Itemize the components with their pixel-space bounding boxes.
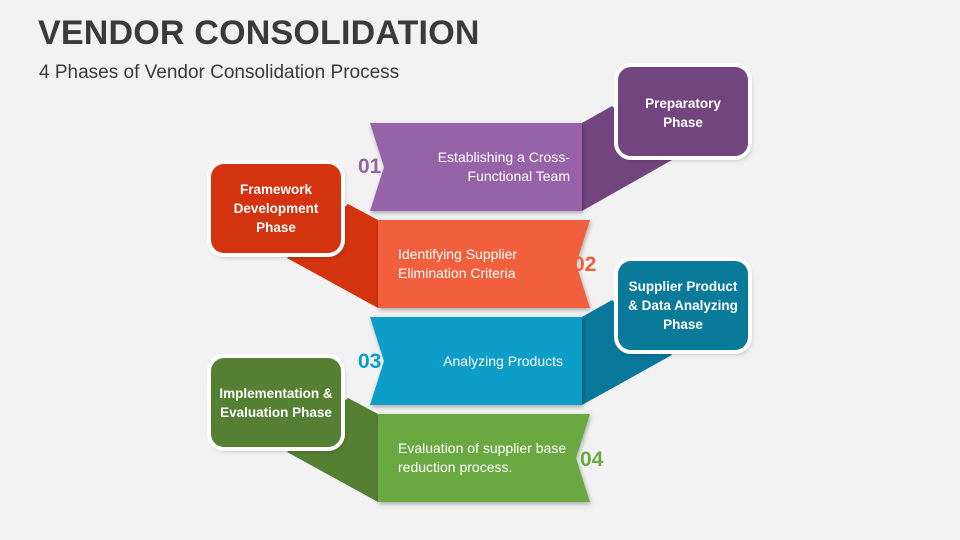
- step-1-number: 01: [358, 155, 382, 178]
- fold-4: [287, 398, 378, 502]
- band-2: [378, 220, 590, 308]
- phase-label: Framework Development Phase: [233, 182, 319, 235]
- fold-1: [582, 106, 672, 211]
- step-3-number: 03: [358, 350, 382, 373]
- phase-box-framework: Framework Development Phase: [211, 164, 341, 253]
- step-2-number: 02: [573, 253, 597, 276]
- phase-box-preparatory: Preparatory Phase: [618, 67, 748, 156]
- step-4-text: Evaluation of supplier base reduction pr…: [398, 440, 567, 475]
- phase-label: Implementation & Evaluation Phase: [219, 385, 333, 420]
- band-3: [370, 317, 582, 405]
- phase-label: Preparatory Phase: [645, 96, 721, 130]
- step-2-text: Identifying Supplier Elimination Criteri…: [398, 246, 518, 281]
- band-1: [370, 123, 582, 211]
- phase-label: Supplier Product & Data Analyzing Phase: [628, 279, 738, 332]
- phase-box-supplier: Supplier Product & Data Analyzing Phase: [618, 261, 748, 350]
- phase-box-implementation: Implementation & Evaluation Phase: [211, 358, 341, 447]
- fold-2: [287, 204, 378, 308]
- step-1-text: Establishing a Cross-Functional Team: [437, 149, 570, 184]
- band-4: [378, 414, 590, 502]
- fold-3: [582, 300, 672, 405]
- step-3-text: Analyzing Products: [443, 353, 563, 369]
- slide-title: VENDOR CONSOLIDATION: [38, 14, 480, 52]
- slide-subtitle: 4 Phases of Vendor Consolidation Process: [39, 62, 400, 83]
- step-4-number: 04: [580, 448, 604, 471]
